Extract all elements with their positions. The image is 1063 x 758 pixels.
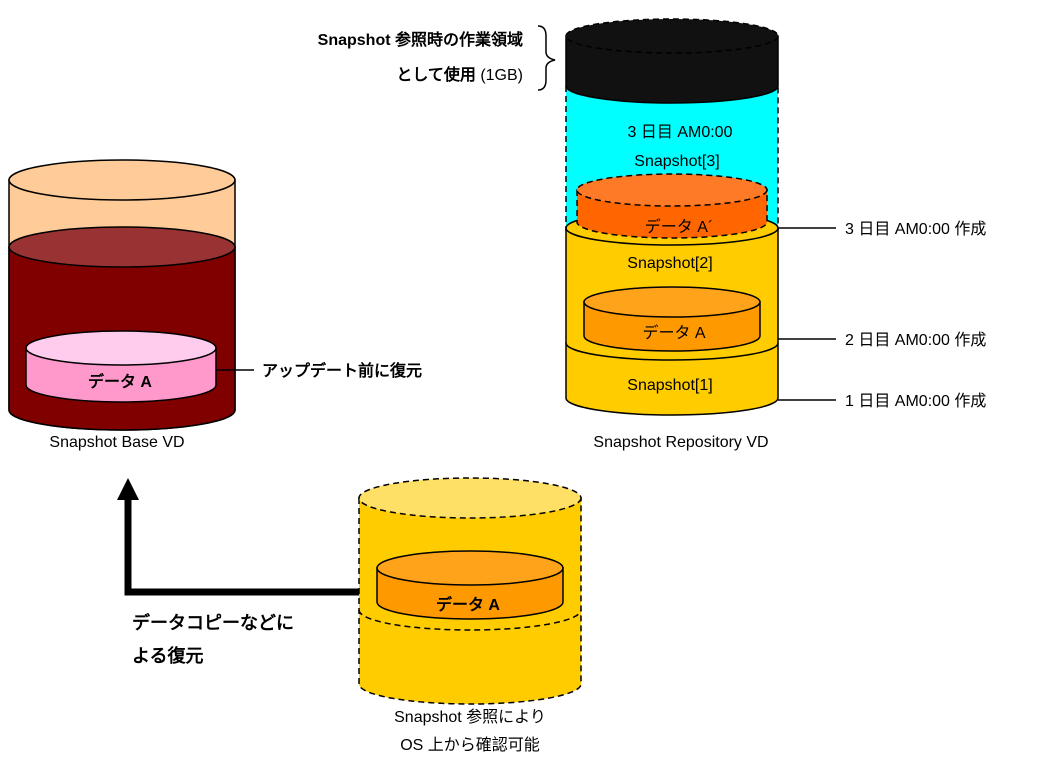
snapshot-ref-cylinder: データ A Snapshot 参照により OS 上から確認可能 xyxy=(358,477,582,754)
creation-note-1: 1 日目 AM0:00 作成 xyxy=(845,392,986,410)
restore-arrow xyxy=(117,478,359,596)
workarea-line2-size: (1GB) xyxy=(476,67,523,84)
creation-notes: 3 日目 AM0:00 作成 2 日目 AM0:00 作成 1 日目 AM0:0… xyxy=(778,220,986,410)
data-a-repo-label: データ A xyxy=(642,323,705,342)
creation-note-3: 3 日目 AM0:00 作成 xyxy=(845,220,986,238)
workarea-brace xyxy=(537,25,556,91)
data-a-base-label: データ A xyxy=(88,372,152,391)
snapshot-ref-caption-1: Snapshot 参照により xyxy=(394,708,546,726)
data-a-repo-cylinder-top xyxy=(583,286,761,318)
snapshot3-date-label: 3 日目 AM0:00 xyxy=(628,124,733,141)
snapshot3-label: Snapshot[3] xyxy=(634,153,719,170)
data-a-prime-cylinder-top xyxy=(576,173,768,207)
workarea-line2-bold: として使用 xyxy=(396,65,476,84)
snapshot-ref-top xyxy=(358,477,582,519)
repository-stack: 3 日目 AM0:00 Snapshot[3] データ A´ Snapshot[… xyxy=(565,18,779,451)
data-a-ref-cylinder-top xyxy=(376,550,564,586)
workarea-annotation: Snapshot 参照時の作業領域 として使用 (1GB) xyxy=(318,25,556,91)
restore-note-label: アップデート前に復元 xyxy=(262,361,422,380)
snapshot1-label: Snapshot[1] xyxy=(627,377,712,394)
data-a-ref-label: データ A xyxy=(436,595,500,614)
snapshot-ref-divider xyxy=(358,609,582,631)
creation-note-2: 2 日目 AM0:00 作成 xyxy=(845,331,986,349)
restore-arrow-line xyxy=(124,496,359,596)
repository-vd-label: Snapshot Repository VD xyxy=(593,434,768,451)
restore-arrow-head xyxy=(117,478,139,500)
data-a-prime-label: データ A´ xyxy=(645,217,713,236)
snapshot2-label: Snapshot[2] xyxy=(627,255,712,272)
workarea-cylinder-top xyxy=(565,18,779,54)
snapshot1-segment xyxy=(565,342,779,416)
copy-restore-line2: よる復元 xyxy=(132,645,203,666)
copy-restore-line1: データコピーなどに xyxy=(132,612,294,633)
base-vd-cylinder: データ A Snapshot Base VD xyxy=(8,159,236,451)
workarea-line2: として使用 (1GB) xyxy=(396,65,523,84)
workarea-line1: Snapshot 参照時の作業領域 xyxy=(318,30,523,49)
base-vd-top xyxy=(8,159,236,201)
data-a-base-cylinder-top xyxy=(25,330,217,366)
workarea-cylinder xyxy=(565,35,779,104)
base-vd-fill-surface xyxy=(8,226,236,268)
snapshot-ref-caption-2: OS 上から確認可能 xyxy=(400,736,540,754)
base-vd-label: Snapshot Base VD xyxy=(49,434,184,451)
